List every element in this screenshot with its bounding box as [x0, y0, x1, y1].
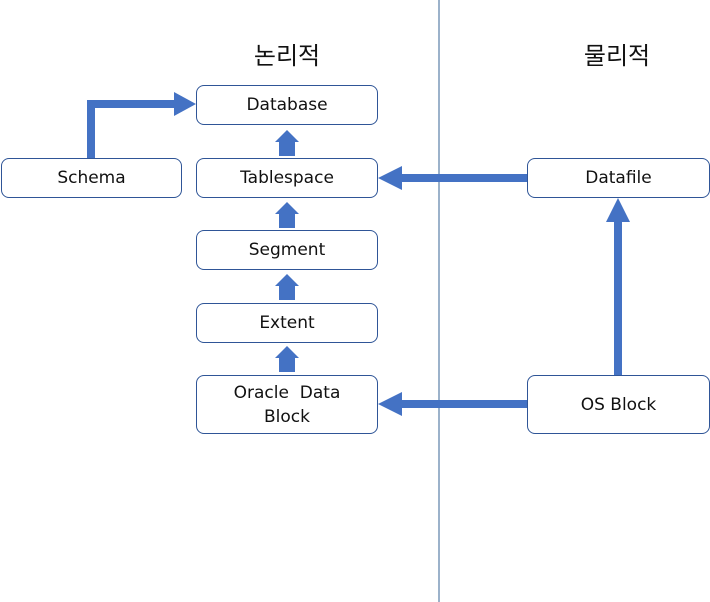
arrow-osblock-to-datafile-head: [606, 198, 630, 222]
node-os-block: OS Block: [527, 375, 710, 434]
arrow-osblock-to-oracleblock-head: [378, 392, 402, 416]
heading-logical: 논리적: [253, 42, 321, 70]
arrow-tablespace-to-database: [275, 130, 299, 156]
heading-physical: 물리적: [583, 42, 651, 70]
node-schema: Schema: [1, 158, 182, 198]
node-oracle-data-block-line1: Oracle Data: [233, 382, 341, 403]
arrow-datafile-to-tablespace-head: [378, 166, 402, 190]
arrow-schema-to-database: [87, 100, 178, 158]
node-datafile: Datafile: [527, 158, 710, 198]
node-segment: Segment: [196, 230, 378, 270]
node-oracle-data-block: Oracle Data Block: [196, 375, 378, 434]
node-database: Database: [196, 85, 378, 125]
arrow-extent-to-segment: [275, 274, 299, 300]
arrow-schema-to-database-head: [174, 92, 196, 116]
node-extent: Extent: [196, 303, 378, 343]
arrow-segment-to-tablespace: [275, 202, 299, 228]
node-oracle-data-block-line2: Block: [264, 406, 310, 427]
node-tablespace: Tablespace: [196, 158, 378, 198]
arrow-oracleblock-to-extent: [275, 346, 299, 372]
